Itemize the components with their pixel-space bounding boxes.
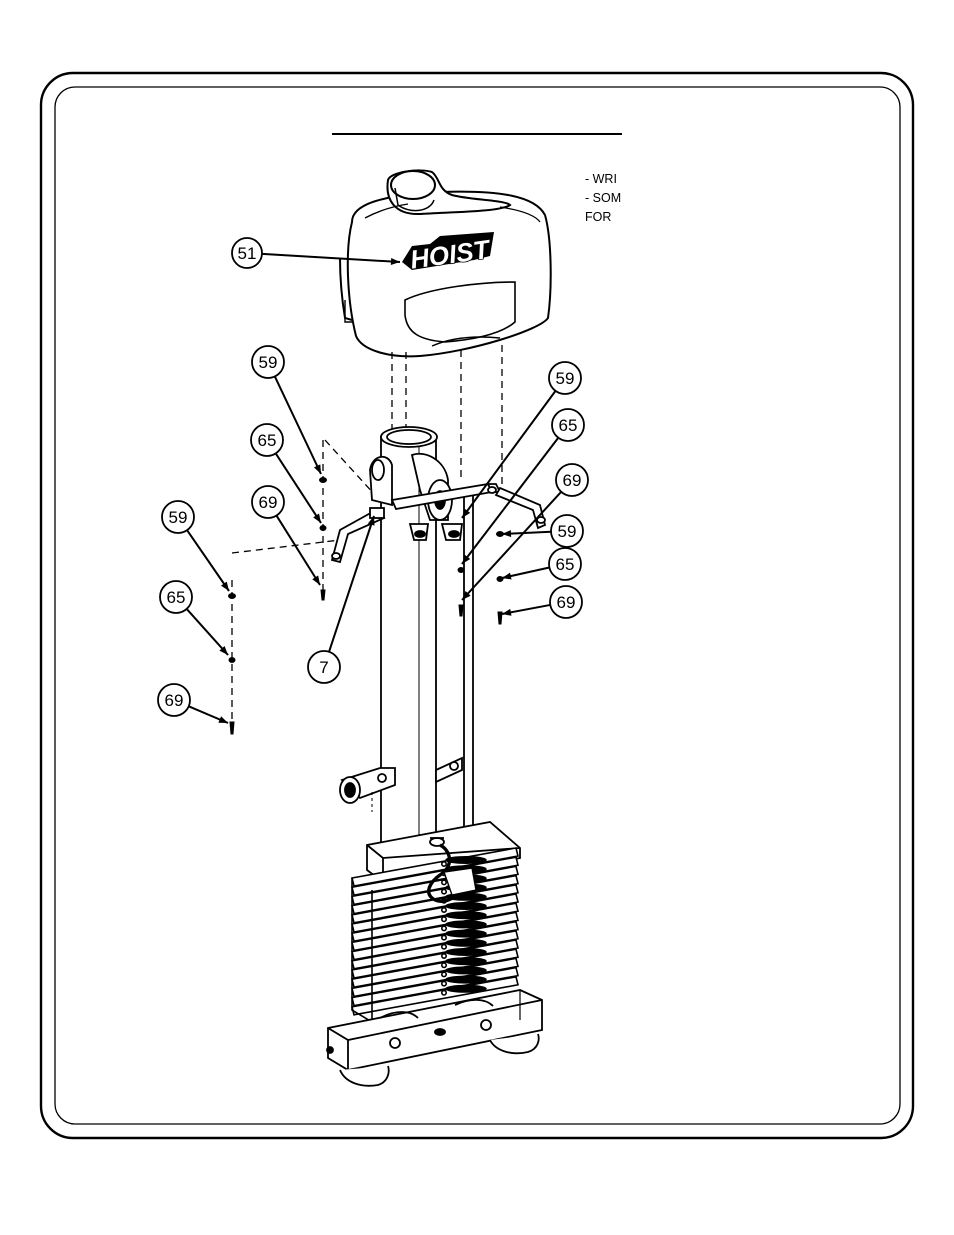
weight-plate <box>351 902 519 943</box>
weight-plate <box>351 893 519 933</box>
page-border <box>39 71 915 1140</box>
weight-plate <box>351 975 519 1016</box>
callout-number: 7 <box>319 658 328 677</box>
leader-arrowhead <box>462 591 471 600</box>
callout-circle <box>548 361 582 395</box>
leader-line <box>185 608 229 656</box>
leader-arrowhead <box>313 513 321 523</box>
top-pulley-bracket <box>369 452 464 541</box>
callout-65: 65 <box>250 423 322 524</box>
callout-circle <box>157 683 191 717</box>
selector-pin <box>427 843 477 903</box>
note-line-1: - WRI <box>585 172 617 186</box>
callout-59: 59 <box>501 514 584 548</box>
callout-number: 59 <box>169 508 188 527</box>
leader-line <box>261 252 401 263</box>
callout-65: 65 <box>501 547 582 581</box>
leader-arrowhead <box>462 554 471 564</box>
leader-line <box>328 515 375 653</box>
note-line-2: - SOM <box>585 191 621 205</box>
leader-arrowhead <box>502 530 512 538</box>
callout-number: 69 <box>557 593 576 612</box>
leader-line <box>461 390 557 519</box>
callout-69: 69 <box>157 683 229 724</box>
callout-69: 69 <box>501 585 583 619</box>
callout-number: 51 <box>238 244 257 263</box>
callout-circle <box>231 237 263 269</box>
leader-arrowhead <box>367 516 375 526</box>
leader-arrowhead <box>218 716 228 723</box>
callout-number: 65 <box>556 555 575 574</box>
callout-number: 59 <box>556 369 575 388</box>
leader-arrowhead <box>390 257 400 265</box>
callout-number: 69 <box>563 471 582 490</box>
callout-number: 59 <box>259 353 278 372</box>
hoist-logo: HOIST <box>402 232 494 276</box>
callout-circle <box>549 585 583 619</box>
leader-arrowhead <box>312 575 320 585</box>
lower-bracket <box>339 756 463 812</box>
callout-number: 65 <box>559 416 578 435</box>
base-frame <box>326 989 543 1087</box>
callout-69: 69 <box>251 485 321 586</box>
callout-51: 51 <box>231 237 401 269</box>
leader-arrowhead <box>502 608 512 616</box>
callout-number: 65 <box>258 431 277 450</box>
callout-7: 7 <box>307 515 375 684</box>
weight-plate <box>351 883 519 924</box>
callout-69: 69 <box>461 463 589 601</box>
weight-plate <box>351 966 519 1007</box>
callout-59: 59 <box>251 345 322 475</box>
weight-plate <box>351 929 519 970</box>
callout-65: 65 <box>461 408 585 565</box>
callout-number: 69 <box>259 493 278 512</box>
leader-line <box>273 376 322 475</box>
callout-circle <box>159 580 193 614</box>
callout-circle <box>251 485 285 519</box>
callout-circle <box>307 650 341 684</box>
leader-line <box>461 491 562 601</box>
callout-59: 59 <box>161 500 230 592</box>
top-shroud <box>339 169 552 358</box>
leader-arrowhead <box>221 581 229 591</box>
leader-line <box>186 529 230 592</box>
callout-circle <box>550 514 584 548</box>
leader-arrowhead <box>219 645 228 655</box>
leader-arrowhead <box>462 508 471 518</box>
weight-plate <box>351 948 519 989</box>
callout-circle <box>161 500 195 534</box>
weight-plate <box>351 920 519 961</box>
callout-circle <box>551 408 585 442</box>
callout-number: 65 <box>167 588 186 607</box>
top-plate <box>366 821 521 883</box>
callout-circle <box>251 345 285 379</box>
leader-line <box>461 437 560 565</box>
fasteners <box>228 477 504 735</box>
leader-arrowhead <box>502 572 512 580</box>
callout-number: 59 <box>558 522 577 541</box>
weight-plate <box>351 847 519 887</box>
callout-59: 59 <box>461 361 582 519</box>
alignment-dashes <box>231 345 503 730</box>
callout-65: 65 <box>159 580 229 656</box>
callout-circle <box>548 547 582 581</box>
weight-plate <box>351 957 519 998</box>
note-line-3: FOR <box>585 210 612 224</box>
callout-number: 69 <box>165 691 184 710</box>
weight-plate <box>351 939 519 979</box>
callout-circle <box>555 463 589 497</box>
callouts: 51 59 65 69 59 65 69 7 59 65 69 59 65 69 <box>157 237 589 724</box>
stack-side <box>351 878 373 1024</box>
callout-circle <box>250 423 284 457</box>
leader-arrowhead <box>313 464 321 474</box>
leader-line <box>275 515 321 586</box>
weight-plate <box>351 911 519 952</box>
leader-line <box>274 452 322 524</box>
